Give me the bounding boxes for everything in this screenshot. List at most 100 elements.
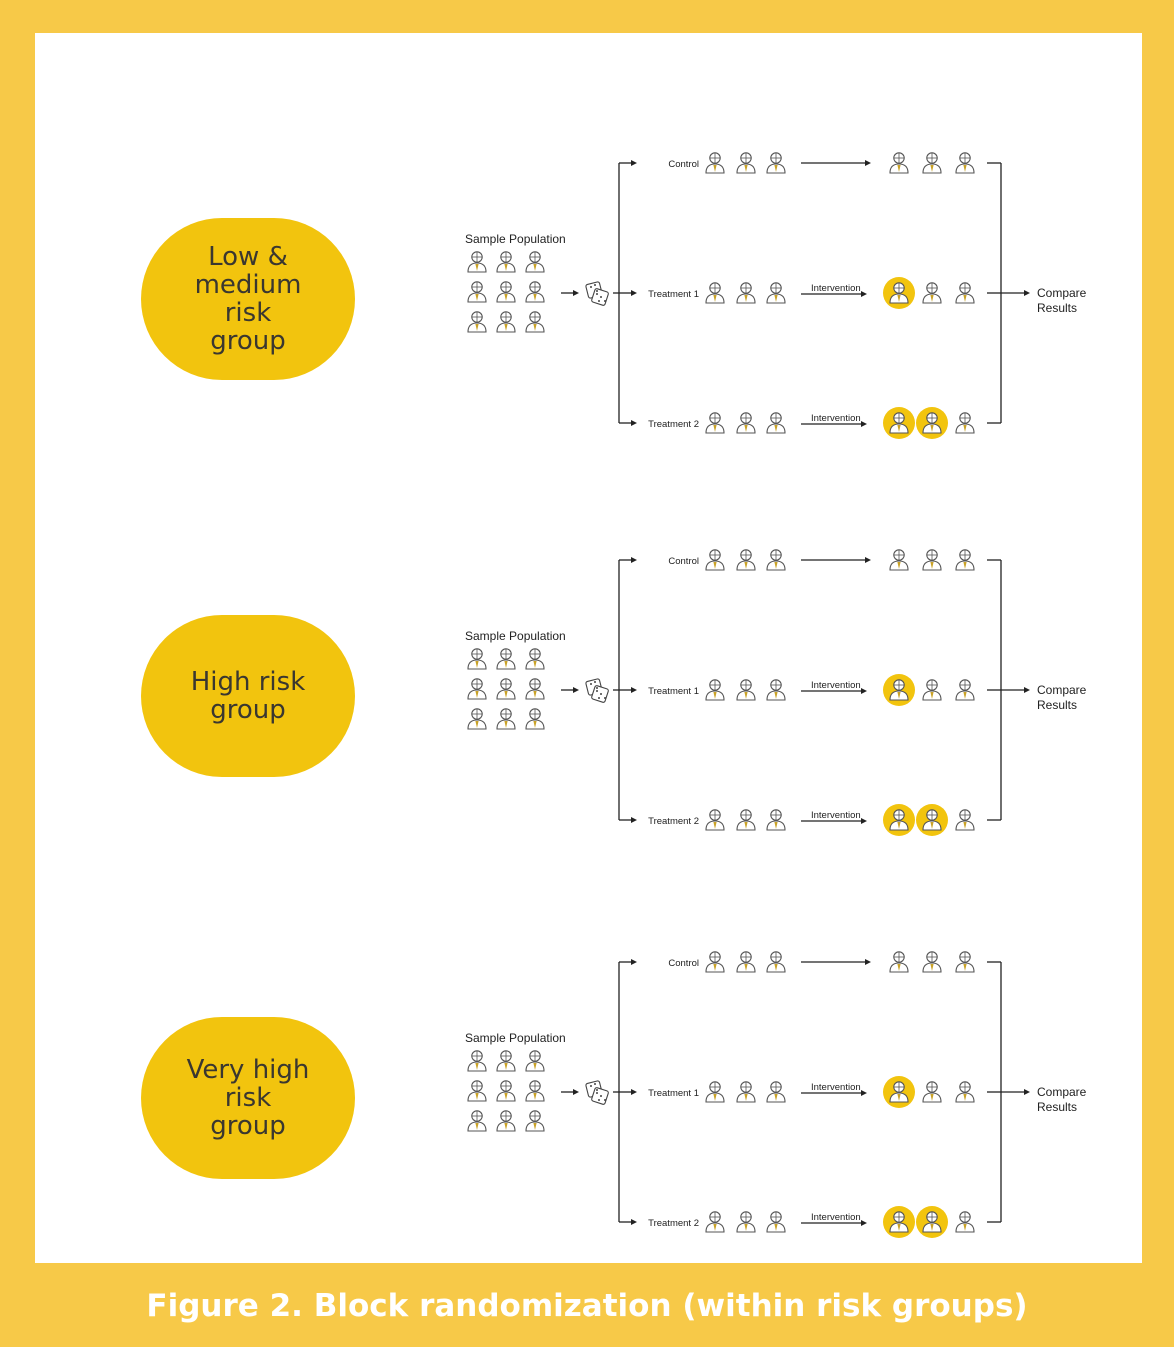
person-icon — [496, 1050, 516, 1072]
person-icon — [525, 678, 545, 700]
person-icon — [467, 708, 487, 730]
compare-results-label: Results — [1037, 301, 1077, 315]
dice-icon — [585, 1080, 609, 1105]
person-icon — [922, 152, 942, 174]
risk-group-label: Very high risk group — [141, 1017, 355, 1179]
arm-participants-after — [883, 674, 975, 706]
person-icon — [736, 282, 756, 304]
arm-arrow — [619, 420, 637, 426]
person-icon — [736, 951, 756, 973]
risk-group-label: Low & medium risk group — [141, 218, 355, 380]
sample-population-label: Sample Population — [465, 629, 566, 643]
person-icon — [955, 282, 975, 304]
person-icon — [467, 1080, 487, 1102]
person-icon — [766, 1211, 786, 1233]
person-icon — [705, 809, 725, 831]
figure-caption: Figure 2. Block randomization (within ri… — [146, 1288, 1028, 1324]
arm-arrow — [619, 959, 637, 965]
person-icon — [766, 549, 786, 571]
control-arrow — [801, 160, 871, 166]
arrow-to-dice — [561, 1089, 579, 1095]
arm-arrow — [619, 290, 637, 296]
person-icon — [705, 282, 725, 304]
arm-arrow — [619, 160, 637, 166]
arm-participants-after — [889, 549, 975, 571]
person-icon — [766, 412, 786, 434]
sample-population-grid — [467, 1050, 545, 1132]
person-icon — [922, 679, 942, 701]
person-icon — [766, 1081, 786, 1103]
person-icon — [467, 251, 487, 273]
highlighted-person-icon — [916, 804, 948, 836]
highlighted-person-icon — [916, 407, 948, 439]
arm-participants-before — [705, 809, 786, 831]
arm-participants-after — [883, 407, 975, 439]
arm-label: Treatment 1 — [648, 686, 699, 697]
highlighted-person-icon — [883, 674, 915, 706]
arrow-to-compare — [1001, 1089, 1030, 1095]
arm-participants-before — [705, 282, 786, 304]
person-icon — [889, 152, 909, 174]
person-icon — [705, 412, 725, 434]
intervention-label: Intervention — [811, 680, 861, 691]
person-icon — [889, 549, 909, 571]
person-icon — [922, 1081, 942, 1103]
person-icon — [705, 679, 725, 701]
compare-results-label: Results — [1037, 698, 1077, 712]
person-icon — [736, 1081, 756, 1103]
arm-participants-before — [705, 1081, 786, 1103]
person-icon — [467, 1050, 487, 1072]
person-icon — [467, 1110, 487, 1132]
arm-label: Treatment 1 — [648, 289, 699, 300]
arm-arrow — [619, 1219, 637, 1225]
dice-icon — [585, 281, 609, 306]
person-icon — [955, 1211, 975, 1233]
arm-participants-before — [705, 951, 786, 973]
arm-label: Treatment 2 — [648, 816, 699, 827]
person-icon — [496, 648, 516, 670]
risk-block-low-medium: Low & medium risk group Sample Population… — [35, 93, 1142, 439]
person-icon — [705, 1211, 725, 1233]
person-icon — [525, 311, 545, 333]
highlighted-person-icon — [916, 1206, 948, 1238]
person-icon — [955, 152, 975, 174]
person-icon — [736, 679, 756, 701]
person-icon — [525, 648, 545, 670]
person-icon — [766, 282, 786, 304]
person-icon — [496, 311, 516, 333]
person-icon — [496, 708, 516, 730]
person-icon — [496, 251, 516, 273]
compare-results-label: Compare — [1037, 683, 1087, 697]
intervention-label: Intervention — [811, 810, 861, 821]
compare-results-label: Results — [1037, 1100, 1077, 1114]
person-icon — [955, 679, 975, 701]
person-icon — [889, 951, 909, 973]
person-icon — [496, 1080, 516, 1102]
person-icon — [467, 648, 487, 670]
arm-arrow — [619, 1089, 637, 1095]
arm-participants-before — [705, 412, 786, 434]
person-icon — [736, 1211, 756, 1233]
person-icon — [922, 951, 942, 973]
person-icon — [525, 1110, 545, 1132]
person-icon — [955, 412, 975, 434]
intervention-label: Intervention — [811, 283, 861, 294]
arm-participants-after — [883, 1206, 975, 1238]
sample-population-label: Sample Population — [465, 232, 566, 246]
person-icon — [736, 809, 756, 831]
highlighted-person-icon — [883, 1076, 915, 1108]
person-icon — [705, 549, 725, 571]
highlighted-person-icon — [883, 277, 915, 309]
arm-arrow — [619, 817, 637, 823]
person-icon — [467, 281, 487, 303]
arm-label: Treatment 2 — [648, 419, 699, 430]
sample-population-grid — [467, 251, 545, 333]
arm-participants-after — [883, 804, 975, 836]
person-icon — [496, 1110, 516, 1132]
person-icon — [525, 1050, 545, 1072]
